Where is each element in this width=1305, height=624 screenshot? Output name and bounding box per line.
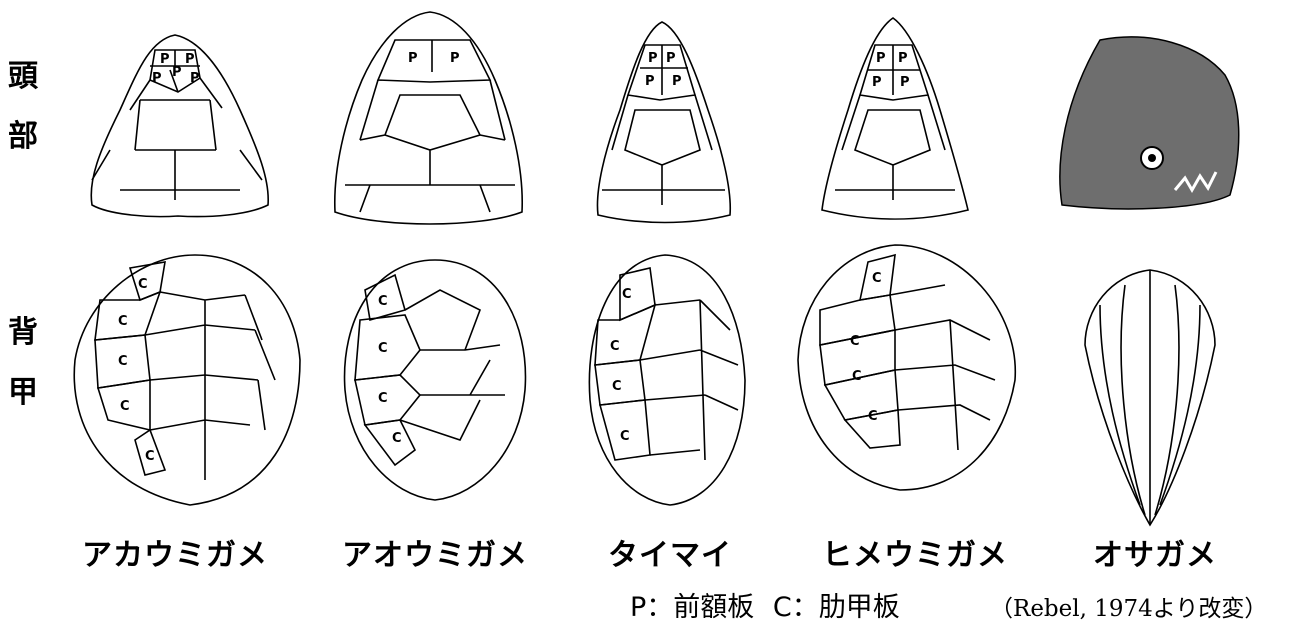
c-label: C xyxy=(378,341,388,356)
p-label: P xyxy=(172,65,182,80)
c-label: C xyxy=(138,277,148,292)
c-label: C xyxy=(850,334,860,349)
p-label: P xyxy=(152,71,162,86)
p-label: P xyxy=(898,51,908,66)
species-name-hawksbill: タイマイ xyxy=(545,530,795,574)
p-label: P xyxy=(160,52,170,67)
hawksbill-head: P P P P xyxy=(597,22,730,223)
p-label: P xyxy=(408,51,418,66)
c-label: C xyxy=(868,409,878,424)
c-label: C xyxy=(118,314,128,329)
citation: （Rebel, 1974より改変） xyxy=(990,589,1267,623)
p-label: P xyxy=(900,75,910,90)
c-label: C xyxy=(145,449,155,464)
c-label: C xyxy=(378,391,388,406)
species-name-green: アオウミガメ xyxy=(310,530,560,574)
c-label: C xyxy=(120,399,130,414)
ridley-shell: C C C C xyxy=(798,245,1015,490)
c-label: C xyxy=(872,271,882,286)
ridley-head: P P P P xyxy=(822,18,968,219)
c-label: C xyxy=(612,379,622,394)
c-label: C xyxy=(610,339,620,354)
p-label: P xyxy=(672,74,682,89)
p-label: P xyxy=(645,74,655,89)
c-label: C xyxy=(392,431,402,446)
turtle-figure: P P P P P P P P P P P P P P P xyxy=(0,0,1305,530)
green-head: P P xyxy=(335,12,522,224)
p-label: P xyxy=(872,75,882,90)
green-shell: C C C C xyxy=(345,260,526,500)
c-label: C xyxy=(622,287,632,302)
leatherback-head xyxy=(1060,37,1239,209)
c-label: C xyxy=(118,354,128,369)
loggerhead-shell: C C C C C xyxy=(74,255,300,505)
hawksbill-shell: C C C C xyxy=(589,255,745,505)
p-label: P xyxy=(450,51,460,66)
legend-costal: C：肋甲板 xyxy=(773,592,900,623)
species-name-ridley: ヒメウミガメ xyxy=(790,530,1040,574)
loggerhead-head: P P P P P xyxy=(91,35,268,217)
p-label: P xyxy=(190,71,200,86)
p-label: P xyxy=(648,51,658,66)
p-label: P xyxy=(185,52,195,67)
c-label: C xyxy=(378,294,388,309)
species-name-leatherback: オサガメ xyxy=(1030,530,1280,574)
c-label: C xyxy=(620,429,630,444)
c-label: C xyxy=(852,369,862,384)
leatherback-shell xyxy=(1085,270,1215,525)
legend: P：前額板 C：肋甲板 xyxy=(630,585,910,624)
p-label: P xyxy=(666,51,676,66)
p-label: P xyxy=(876,51,886,66)
legend-prefrontal: P：前額板 xyxy=(630,592,754,623)
species-name-loggerhead: アカウミガメ xyxy=(50,530,300,574)
